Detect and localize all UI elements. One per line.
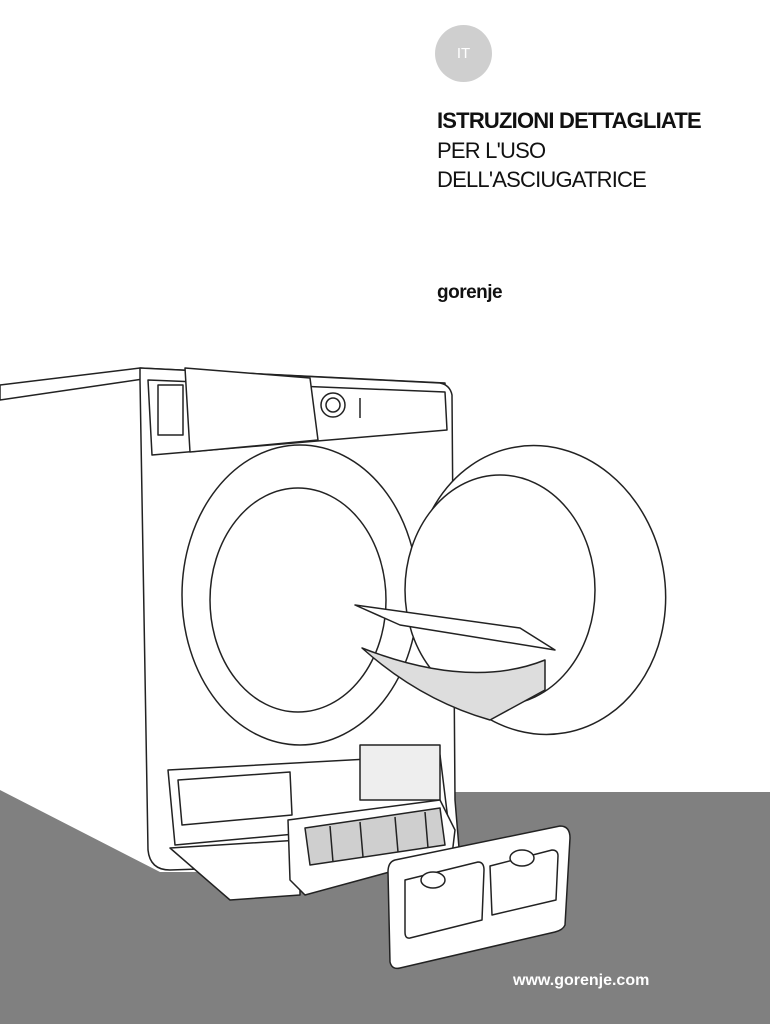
title-line-2: PER L'USO — [437, 138, 546, 163]
brand-logo: gorenje — [437, 282, 503, 303]
website-link[interactable]: www.gorenje.com — [513, 972, 650, 989]
title-line-3: DELL'ASCIUGATRICE — [437, 167, 647, 192]
title-subtitle: PER L'USO DELL'ASCIUGATRICE — [437, 136, 647, 194]
title-line-1: ISTRUZIONI DETTAGLIATE — [437, 108, 702, 133]
floor — [0, 790, 770, 1024]
language-badge: IT — [435, 25, 492, 82]
